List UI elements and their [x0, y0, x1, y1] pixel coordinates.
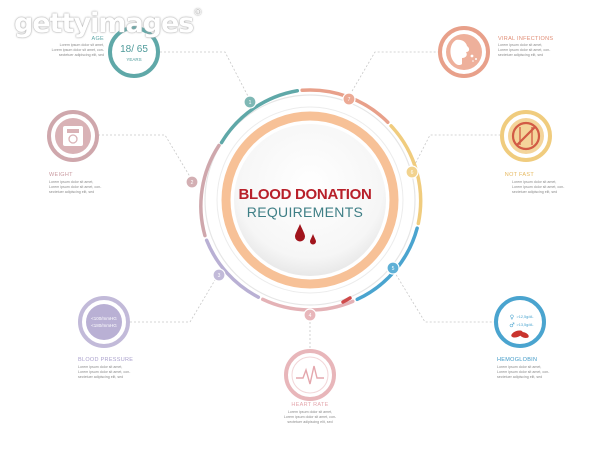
heart-rate-icon [284, 349, 336, 401]
diagram-title-line1: BLOOD DONATION [238, 186, 372, 203]
step-text-hemoglobin: Lorem ipsum dolor sit amet,Lorem ipsum d… [497, 365, 550, 379]
blood-cell-icon: ♀ ♂ >12,5g/dL >13,5g/dL [494, 296, 546, 348]
virus-face-icon [438, 26, 490, 78]
step-text-heart-rate: Lorem ipsum dolor sit amet,Lorem ipsum d… [283, 410, 337, 424]
step-text-not-fast: Lorem ipsum dolor sit amet,Lorem ipsum d… [512, 180, 565, 194]
segment-arc-age [219, 88, 300, 145]
age-value: 18/ 65 [120, 44, 148, 55]
no-fasting-icon [500, 110, 552, 162]
pressure-value-1: <100/mmHG [91, 316, 117, 321]
watermark-logo: gettyimages® [14, 8, 202, 39]
step-text-age: Lorem ipsum dolor sit amet,Lorem ipsum d… [51, 43, 104, 57]
step-text-weight: Lorem ipsum dolor sit amet,Lorem ipsum d… [49, 180, 102, 194]
hemoglobin-value-1: >12,5g/dL [517, 315, 534, 319]
step-markers [185, 92, 419, 322]
segment-arc-weight [199, 143, 221, 238]
diagram-title-line2: REQUIREMENTS [246, 204, 364, 220]
scale-icon [47, 110, 99, 162]
step-number-3: 3 [218, 273, 221, 279]
step-marker-4 [303, 308, 317, 322]
step-number-4: 4 [309, 313, 312, 319]
segment-arc-pressure [204, 238, 261, 299]
pressure-icon: <100/mmHG <180/mmHG [78, 296, 130, 348]
step-marker-7 [342, 92, 356, 106]
step-label-blood-pressure: BLOOD PRESSURE [78, 357, 134, 363]
step-marker-5 [386, 261, 400, 275]
step-label-not-fast: NOT FAST [504, 172, 534, 178]
connector-lines [98, 51, 500, 350]
step-label-weight: WEIGHT [49, 172, 73, 178]
svg-text:♀: ♀ [510, 314, 514, 321]
step-label-heart-rate: HEART RATE [291, 402, 329, 408]
blood-drop-icon [295, 224, 316, 245]
step-text-blood-pressure: Lorem ipsum dolor sit amet,Lorem ipsum d… [78, 365, 131, 379]
step-label-viral-infections: VIRAL INFECTIONS [498, 36, 554, 42]
step-marker-2 [185, 175, 199, 189]
step-marker-6 [405, 165, 419, 179]
step-number-2: 2 [191, 180, 194, 186]
center-disc [234, 124, 386, 276]
step-marker-3 [212, 268, 226, 282]
step-text-viral-infections: Lorem ipsum dolor sit amet,Lorem ipsum d… [498, 43, 551, 57]
age-badge: 18/ 65 YEARS [108, 26, 160, 78]
outer-guide-ring [204, 94, 416, 306]
step-number-6: 6 [411, 170, 414, 176]
pressure-value-2: <180/mmHG [91, 323, 117, 328]
center-orange-ring [221, 111, 399, 289]
step-number-7: 7 [348, 97, 351, 103]
step-label-hemoglobin: HEMOGLOBIN [497, 357, 538, 363]
age-unit: YEARS [126, 57, 141, 62]
svg-text:♂: ♂ [509, 322, 514, 329]
step-number-1: 1 [249, 100, 252, 106]
step-label-age: AGE [91, 36, 104, 42]
step-number-5: 5 [392, 266, 395, 272]
step-marker-1 [243, 95, 257, 109]
hemoglobin-value-2: >13,5g/dL [517, 323, 534, 327]
